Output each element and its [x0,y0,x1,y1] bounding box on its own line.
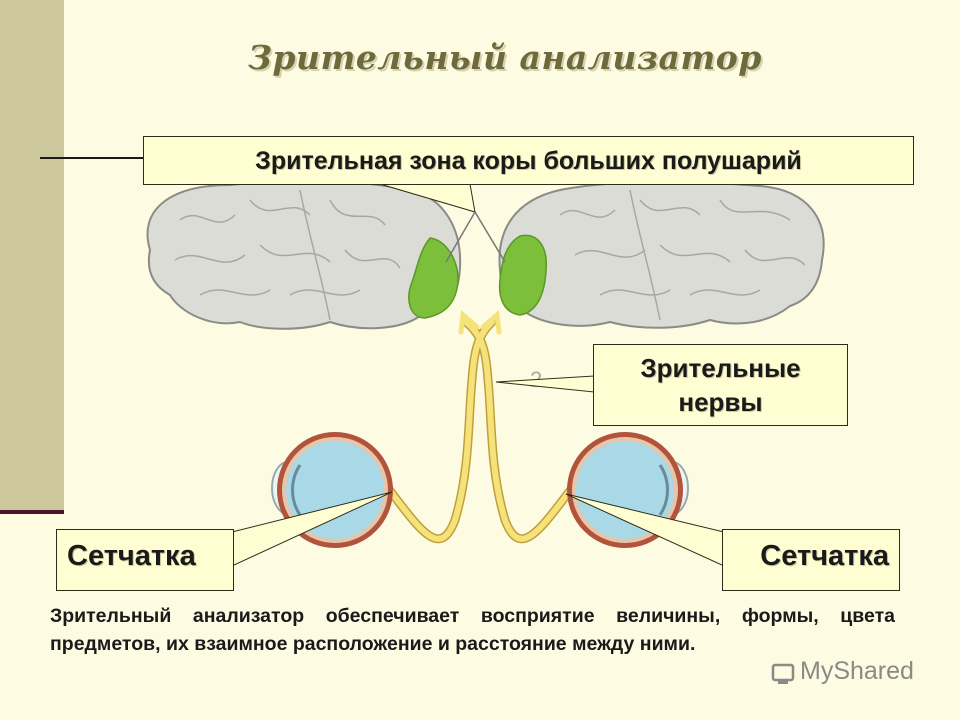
watermark-icon [771,663,795,684]
optic-nerves-label: Зрительные нервы [593,344,848,426]
right-hemisphere [498,180,825,329]
right-visual-cortex [498,234,548,316]
retina-left-label: Сетчатка [56,529,234,591]
caption-text: Зрительный анализатор обеспечивает воспр… [50,605,895,655]
optic-nerves [383,310,577,544]
slide-title: Зрительный анализатор [248,38,762,77]
watermark: MyShared [800,657,914,685]
optic-nerves-label-line2: нервы [678,387,763,417]
title-rule [40,157,150,159]
cortex-label: Зрительная зона коры больших полушарий [143,136,914,185]
left-visual-cortex [408,237,459,319]
left-bar-underline [0,510,64,514]
nerves-callout-pointer [495,375,595,393]
retina-right-label: Сетчатка [722,529,900,591]
optic-nerves-label-line1: Зрительные [640,353,801,383]
left-decorative-bar [0,0,64,512]
